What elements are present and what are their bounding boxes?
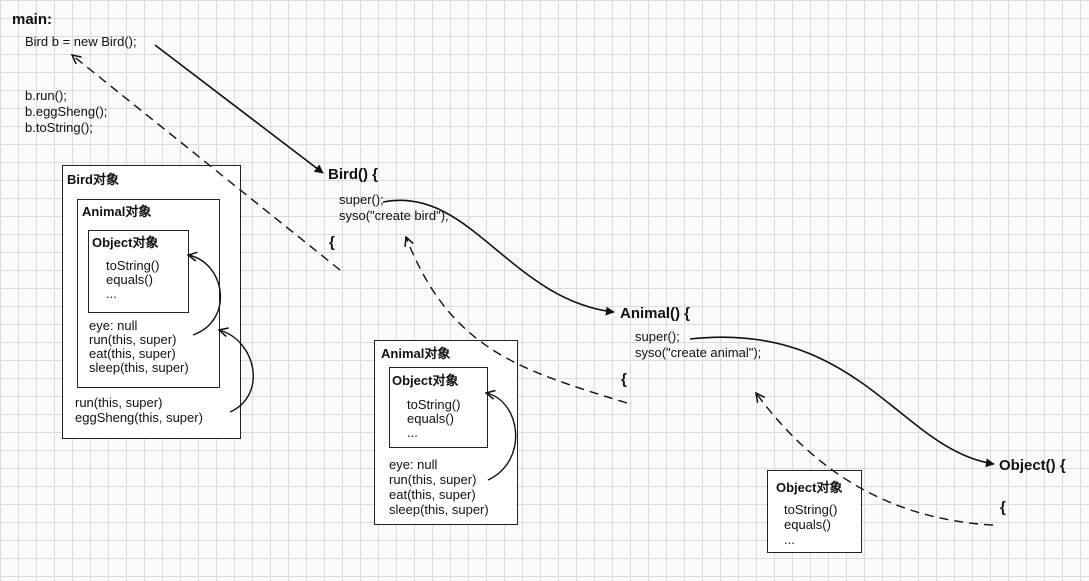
bird-animal-member-run: run(this, super) xyxy=(89,332,177,347)
object-object-method-tostring: toString() xyxy=(784,502,838,517)
bird-constructor-super-call: super(); xyxy=(339,192,384,207)
object-object-box: Object对象 toString() equals() ... xyxy=(767,470,862,553)
bird-object-method-equals: equals() xyxy=(106,272,153,287)
bird-constructor-print: syso("create bird"); xyxy=(339,208,449,223)
call-arrow-main-to-bird xyxy=(154,44,324,174)
animal-object-box: Animal对象 Object对象 toString() equals() ..… xyxy=(374,340,518,525)
object-object-title: Object对象 xyxy=(776,480,843,495)
bird-constructor-close: { xyxy=(329,234,335,251)
bird-object-box: Bird对象 Animal对象 Object对象 toString() equa… xyxy=(62,165,241,439)
animal-object-method-equals: equals() xyxy=(407,411,454,426)
animal-object-method-tostring: toString() xyxy=(407,397,461,412)
object-object-method-ellipsis: ... xyxy=(784,532,795,547)
animal-object-title: Animal对象 xyxy=(381,346,451,361)
main-label: main: xyxy=(12,11,53,28)
bird-constructor-signature: Bird() { xyxy=(328,166,378,183)
animal-member-run: run(this, super) xyxy=(389,472,477,487)
bird-member-run: run(this, super) xyxy=(75,395,163,410)
animal-object-subobject-box: Object对象 toString() equals() ... xyxy=(389,367,488,448)
object-constructor-close: { xyxy=(1000,499,1006,516)
main-line-run: b.run(); xyxy=(25,88,67,103)
bird-animal-member-sleep: sleep(this, super) xyxy=(89,360,189,375)
animal-object-subobject-title: Object对象 xyxy=(392,373,459,388)
object-constructor-signature: Object() { xyxy=(999,457,1066,474)
animal-constructor-close: { xyxy=(621,371,627,388)
bird-animal-member-eat: eat(this, super) xyxy=(89,346,176,361)
bird-object-method-tostring: toString() xyxy=(106,258,160,273)
bird-animal-subobject-box: Animal对象 Object对象 toString() equals() ..… xyxy=(77,199,220,388)
main-line-new-bird: Bird b = new Bird(); xyxy=(25,34,137,49)
animal-member-eat: eat(this, super) xyxy=(389,487,476,502)
animal-member-eye: eye: null xyxy=(389,457,438,472)
bird-object-method-ellipsis: ... xyxy=(106,286,117,301)
animal-object-method-ellipsis: ... xyxy=(407,425,418,440)
main-line-tostring: b.toString(); xyxy=(25,120,93,135)
bird-object-subobject-title: Object对象 xyxy=(92,235,159,250)
bird-object-subobject-box: Object对象 toString() equals() ... xyxy=(88,230,189,313)
bird-member-eggsheng: eggSheng(this, super) xyxy=(75,410,203,425)
bird-object-title: Bird对象 xyxy=(67,172,120,187)
main-line-eggsheng: b.eggSheng(); xyxy=(25,104,108,119)
animal-constructor-print: syso("create animal"); xyxy=(635,345,762,360)
bird-animal-subobject-title: Animal对象 xyxy=(82,204,152,219)
animal-constructor-super-call: super(); xyxy=(635,329,680,344)
animal-member-sleep: sleep(this, super) xyxy=(389,502,489,517)
animal-constructor-signature: Animal() { xyxy=(620,305,691,322)
object-object-method-equals: equals() xyxy=(784,517,831,532)
bird-animal-member-eye: eye: null xyxy=(89,318,138,333)
